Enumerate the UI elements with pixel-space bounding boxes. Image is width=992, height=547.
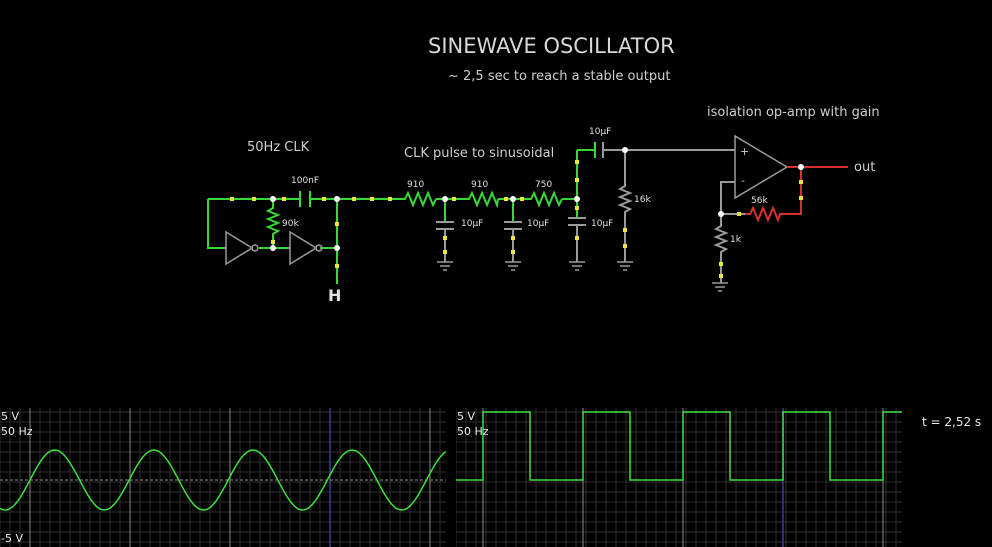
label-910-a: 910 bbox=[407, 180, 425, 190]
opamp-minus-label: - bbox=[741, 174, 745, 187]
current-dots bbox=[230, 160, 803, 278]
capacitor-100nf[interactable] bbox=[299, 191, 311, 207]
time-readout: t = 2,52 s bbox=[922, 415, 982, 429]
filter-label: CLK pulse to sinusoidal bbox=[404, 146, 555, 161]
clock-loop-wire[interactable] bbox=[207, 198, 400, 284]
page-title: SINEWAVE OSCILLATOR bbox=[428, 34, 675, 58]
scope-left-max: 5 V bbox=[1, 410, 20, 423]
output-label: out bbox=[854, 160, 876, 175]
scope-left[interactable]: 5 V 50 Hz -5 V bbox=[0, 408, 446, 547]
resistor-910-a[interactable] bbox=[400, 190, 437, 208]
probe-label[interactable]: H bbox=[328, 286, 342, 305]
ground-icon bbox=[437, 261, 728, 292]
label-10uf-1: 10µF bbox=[461, 219, 484, 229]
clk-label: 50Hz CLK bbox=[247, 140, 310, 155]
op-amp[interactable] bbox=[734, 134, 789, 200]
inverter-1[interactable] bbox=[225, 230, 259, 266]
label-16k: 16k bbox=[634, 195, 651, 205]
label-910-b: 910 bbox=[471, 180, 489, 190]
scope-right-freq: 50 Hz bbox=[457, 425, 489, 438]
capacitor-ladder-3[interactable] bbox=[568, 217, 586, 262]
opamp-plus-label: + bbox=[740, 145, 750, 158]
label-10uf-2: 10µF bbox=[527, 219, 550, 229]
resistor-1k[interactable] bbox=[713, 222, 729, 258]
isolation-label: isolation op-amp with gain bbox=[707, 105, 880, 120]
scope-trace bbox=[456, 411, 902, 481]
scope-grid bbox=[0, 408, 446, 547]
label-56k: 56k bbox=[751, 196, 768, 206]
label-750: 750 bbox=[535, 180, 553, 190]
resistor-16k[interactable] bbox=[617, 182, 633, 218]
resistor-750[interactable] bbox=[528, 190, 563, 208]
scope-right-max: 5 V bbox=[457, 410, 476, 423]
label-90k: 90k bbox=[282, 219, 299, 229]
scope-grid bbox=[456, 408, 902, 547]
scope-left-min: -5 V bbox=[1, 532, 23, 545]
scope-left-freq: 50 Hz bbox=[1, 425, 33, 438]
resistor-56k[interactable] bbox=[745, 167, 802, 223]
scope-trace bbox=[0, 449, 446, 511]
label-10uf-3: 10µF bbox=[591, 219, 614, 229]
resistor-90k[interactable] bbox=[265, 202, 281, 238]
capacitor-ladder-1[interactable] bbox=[436, 221, 454, 262]
label-100nf: 100nF bbox=[291, 176, 320, 186]
inverter-2[interactable] bbox=[289, 230, 323, 266]
subtitle: ~ 2,5 sec to reach a stable output bbox=[448, 69, 671, 84]
label-1k: 1k bbox=[730, 235, 741, 245]
scope-right[interactable]: 5 V 50 Hz bbox=[456, 408, 902, 547]
label-10uf-coupling: 10µF bbox=[589, 127, 612, 137]
circuit-canvas[interactable] bbox=[0, 0, 992, 400]
capacitor-ladder-2[interactable] bbox=[504, 221, 522, 262]
resistor-910-b[interactable] bbox=[466, 190, 499, 209]
junction-node bbox=[270, 147, 804, 251]
